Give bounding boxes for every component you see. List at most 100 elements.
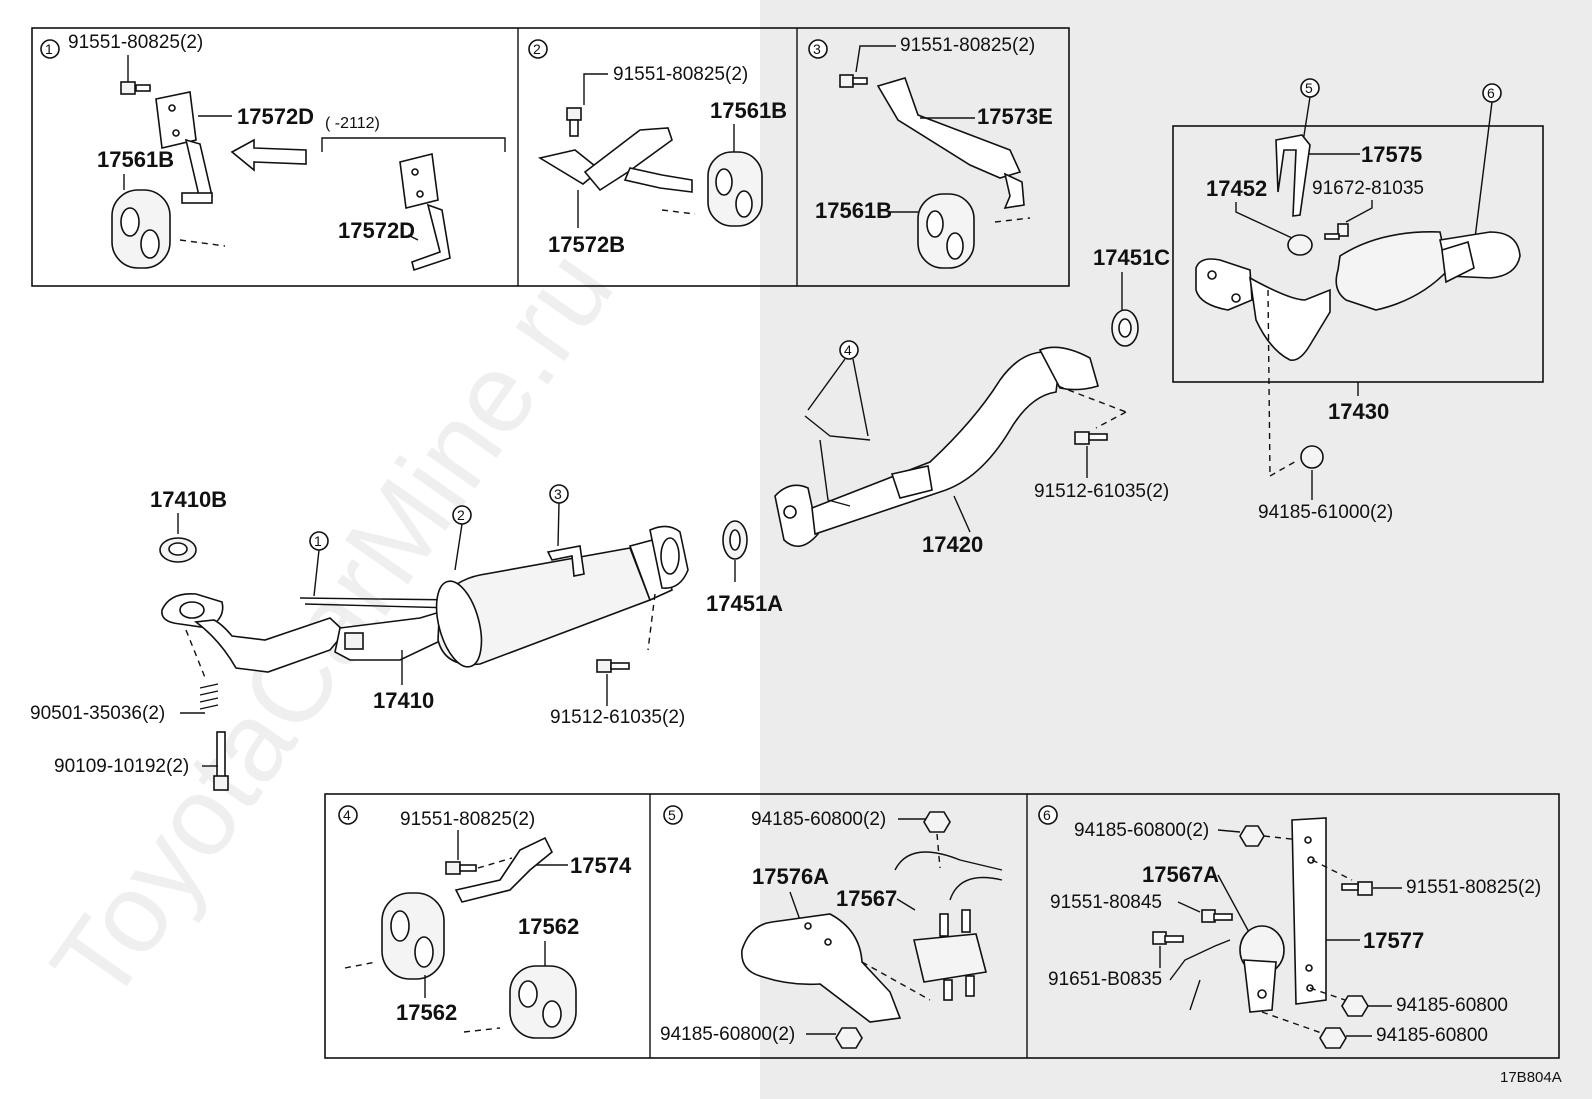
- callout-number-1: 1: [45, 41, 53, 57]
- callout-number-3-main: 3: [554, 486, 562, 502]
- callout-circle-4: [338, 805, 358, 825]
- part-label-90109-10192[interactable]: 90109-10192(2): [54, 756, 189, 777]
- panel-4: 4 91551-80825(2) 17574 17562 17562: [338, 805, 632, 1039]
- part-label-17561b[interactable]: 17561B: [710, 98, 787, 123]
- nut-icon: [1341, 995, 1369, 1017]
- front-pipe-17410-icon: [161, 593, 461, 673]
- heat-insulator-17576a-icon: [741, 913, 902, 1023]
- stud-bolt-icon: [213, 731, 229, 791]
- leader-line: [953, 495, 971, 533]
- part-label-17420[interactable]: 17420: [922, 532, 983, 557]
- leader-line: [313, 549, 320, 597]
- nut-icon: [1239, 825, 1265, 847]
- part-label-17575[interactable]: 17575: [1361, 142, 1422, 167]
- leader-line: [1345, 200, 1373, 223]
- part-label-91551-80845[interactable]: 91551-80845: [1050, 892, 1162, 913]
- nut-icon: [1319, 1027, 1347, 1049]
- part-label-17430[interactable]: 17430: [1328, 399, 1389, 424]
- bracket-outline: [1169, 939, 1231, 1011]
- part-label-91672-81035[interactable]: 91672-81035: [1312, 178, 1424, 199]
- leader-line: [1302, 96, 1311, 143]
- part-label-94185-60800-b[interactable]: 94185-60800: [1376, 1025, 1488, 1046]
- nut-icon: [1300, 445, 1324, 469]
- part-label-17574[interactable]: 17574: [570, 853, 632, 878]
- leader-line: [807, 358, 869, 437]
- part-label-17451a[interactable]: 17451A: [706, 591, 783, 616]
- assembly-dashline: [1267, 289, 1271, 477]
- part-label-90501-35036[interactable]: 90501-35036(2): [30, 703, 165, 724]
- part-label-17452[interactable]: 17452: [1206, 176, 1267, 201]
- panel-3: 3 91551-80825(2) 17573E 17561B: [808, 35, 1053, 269]
- bolt-icon: [1074, 431, 1108, 445]
- assembly-dashline: [1057, 385, 1127, 413]
- part-label-91551-80825[interactable]: 91551-80825(2): [613, 64, 748, 85]
- assembly-dashline: [463, 1027, 501, 1033]
- part-label-17562-b[interactable]: 17562: [518, 914, 579, 939]
- part-label-91551-80825[interactable]: 91551-80825(2): [400, 809, 535, 830]
- part-label-17567[interactable]: 17567: [836, 886, 897, 911]
- callout-number-4: 4: [343, 807, 351, 823]
- assembly-dashline: [861, 961, 931, 1001]
- part-label-94185-60800-bottom[interactable]: 94185-60800(2): [660, 1024, 795, 1045]
- bracket-17573e-icon: [876, 77, 1025, 210]
- panel-top-frame: [31, 27, 1070, 287]
- part-label-17567a[interactable]: 17567A: [1142, 862, 1219, 887]
- bracket-17572d-icon: [155, 91, 213, 204]
- assembly-dashline: [661, 209, 696, 215]
- assembly-dashline: [185, 629, 207, 681]
- bracket-17577-icon: [1291, 817, 1327, 1005]
- shaded-background: [760, 0, 1592, 1099]
- bolt-icon: [120, 81, 151, 95]
- leader-line: [1235, 202, 1293, 239]
- part-label-17561b[interactable]: 17561B: [815, 198, 892, 223]
- part-label-94185-60800-top[interactable]: 94185-60800(2): [751, 809, 886, 830]
- nut-icon: [835, 1027, 863, 1049]
- insulator-17452-icon: [1287, 234, 1313, 256]
- rubber-mount-icon: [917, 193, 975, 269]
- rubber-mount-17567a-icon: [1239, 925, 1285, 1013]
- part-label-91651-b0835[interactable]: 91651-B0835: [1048, 969, 1162, 990]
- part-label-91551-80825[interactable]: 91551-80825(2): [900, 35, 1035, 56]
- bracket-17572b-icon: [537, 127, 693, 193]
- part-label-17562-a[interactable]: 17562: [396, 1000, 457, 1025]
- part-label-17561b[interactable]: 17561B: [97, 147, 174, 172]
- bolt-icon: [1201, 909, 1233, 923]
- part-label-17410b[interactable]: 17410B: [150, 487, 227, 512]
- direction-arrow-icon: [230, 138, 307, 172]
- leader-line: [583, 73, 608, 105]
- callout-number-6: 6: [1043, 807, 1051, 823]
- part-label-17577[interactable]: 17577: [1363, 928, 1424, 953]
- leader-line: [557, 502, 560, 547]
- panel-5: 5 94185-60800(2) 17576A 17567 94185-6080…: [660, 805, 1003, 1049]
- part-label-17410[interactable]: 17410: [373, 688, 434, 713]
- part-label-17572d[interactable]: 17572D: [237, 104, 314, 129]
- bolt-icon: [1152, 931, 1184, 945]
- part-label-91512-61035-rear[interactable]: 91512-61035(2): [1034, 481, 1169, 502]
- rubber-mount-17567-icon: [913, 909, 987, 1001]
- assembly-dashline: [1095, 411, 1127, 429]
- part-label-94185-61000[interactable]: 94185-61000(2): [1258, 502, 1393, 523]
- part-label-17572d-alt[interactable]: 17572D: [338, 218, 415, 243]
- callout-number-2-main: 2: [457, 507, 465, 523]
- part-label-91551-80825[interactable]: 91551-80825(2): [68, 32, 203, 53]
- date-range-label: ( -2112): [325, 115, 380, 132]
- spring-icon: [199, 683, 219, 710]
- callout-number-5: 5: [668, 807, 676, 823]
- bolt-icon: [566, 107, 582, 137]
- part-label-91512-61035-front[interactable]: 91512-61035(2): [550, 707, 685, 728]
- part-label-94185-60800-top[interactable]: 94185-60800(2): [1074, 820, 1209, 841]
- leader-line: [407, 234, 419, 241]
- part-label-94185-60800-a[interactable]: 94185-60800: [1396, 995, 1508, 1016]
- pipe-outline: [894, 851, 1003, 901]
- callout-number-5: 5: [1305, 80, 1313, 96]
- part-label-17576a[interactable]: 17576A: [752, 864, 829, 889]
- muffler-body-icon: [435, 525, 689, 668]
- leader-line: [789, 891, 801, 921]
- part-label-17573e[interactable]: 17573E: [977, 104, 1053, 129]
- part-label-17572b[interactable]: 17572B: [548, 232, 625, 257]
- part-label-17451c[interactable]: 17451C: [1093, 245, 1170, 270]
- part-label-91551-80825[interactable]: 91551-80825(2): [1406, 877, 1541, 898]
- bracket-17574-icon: [454, 836, 554, 903]
- callout-circle-4-main: [839, 340, 859, 360]
